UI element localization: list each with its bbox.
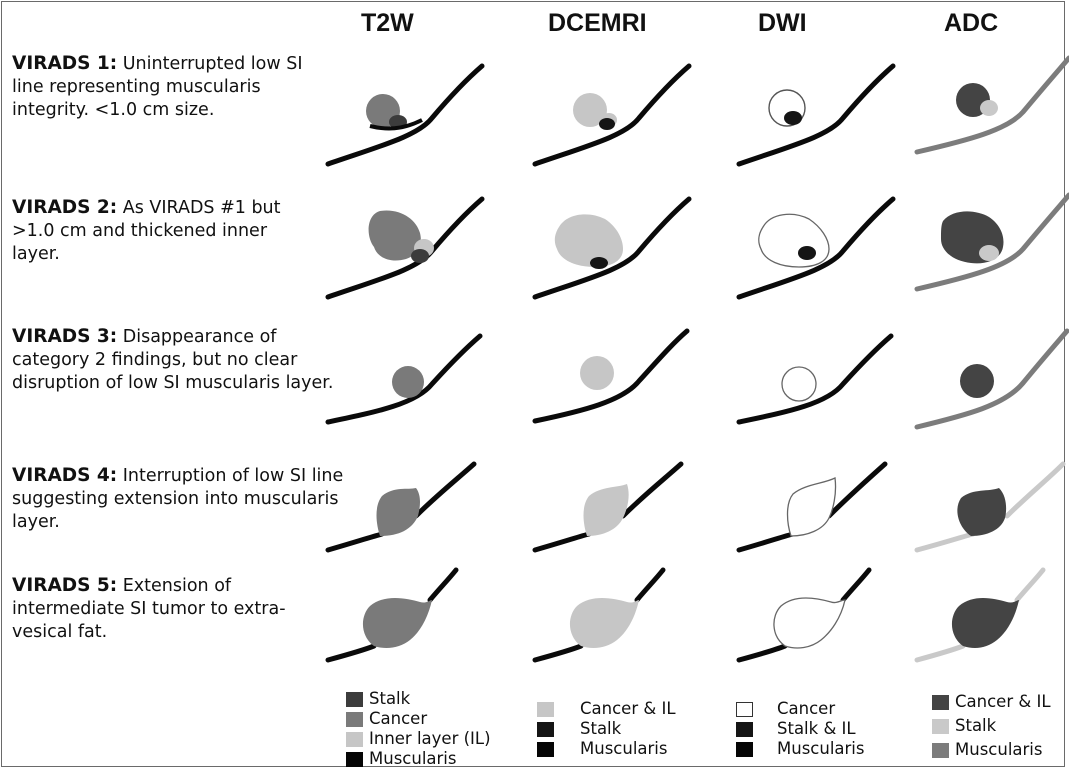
row-virads-3-description: VIRADS 3: Disappearance of category 2 fi… [12,325,337,395]
virads2-dcemri-diagram [532,196,692,300]
legend-label: Muscularis [369,749,457,768]
virads4-dcemri-diagram [532,461,684,553]
legend-swatch [346,731,363,747]
virads5-dcemri-diagram [532,567,666,663]
row-virads-4-description: VIRADS 4: Interruption of low SI line su… [12,464,347,534]
legend-label: Cancer & IL [580,699,676,718]
row-virads-4-text: Interruption of low SI line suggesting e… [12,466,344,532]
virads3-adc-diagram [914,328,1069,430]
legend-label: Muscularis [955,740,1043,759]
virads1-dcemri-diagram [532,63,692,167]
virads5-adc-diagram [914,567,1046,663]
legend-label: Cancer & IL [955,692,1051,711]
column-header-t2w: T2W [361,9,414,37]
row-virads-2-description: VIRADS 2: As VIRADS #1 but >1.0 cm and t… [12,196,302,266]
virads1-adc-diagram [914,55,1069,155]
legend-swatch [346,711,363,727]
virads1-t2w-diagram [325,63,485,167]
row-virads-3-text: Disappearance of category 2 findings, bu… [12,327,334,393]
legend-item: Muscularis [932,738,1051,762]
legend-label: Stalk & IL [777,719,856,738]
legend-label: Inner layer (IL) [369,729,491,748]
row-virads-4-title: VIRADS 4: [12,465,118,486]
legend-swatch [537,721,554,737]
legend-item: Cancer & IL [932,690,1051,714]
legend-label: Muscularis [777,739,865,758]
legend-item: Stalk [537,719,676,739]
virads3-dwi-diagram [736,333,894,425]
legend-swatch [346,751,363,767]
legend-dcemri: Cancer & IL Stalk Muscularis [537,699,676,759]
legend-swatch [537,701,554,717]
legend-item: Cancer [736,699,864,719]
virads5-t2w-diagram [325,567,459,663]
virads4-dwi-diagram [736,461,888,553]
legend-label: Stalk [580,719,622,738]
row-virads-5-description: VIRADS 5: Extension of intermediate SI t… [12,574,312,644]
row-virads-1-text: Uninterrupted low SI line representing m… [12,54,303,120]
legend-label: Stalk [955,716,997,735]
legend-swatch [346,691,363,707]
legend-item: Stalk [932,714,1051,738]
legend-swatch [736,741,753,757]
row-virads-2-title: VIRADS 2: [12,197,118,218]
column-header-dwi: DWI [758,9,807,37]
legend-label: Muscularis [580,739,668,758]
virads3-dcemri-diagram [532,328,690,424]
row-virads-1-title: VIRADS 1: [12,53,118,74]
legend-dwi: Cancer Stalk & IL Muscularis [736,699,864,759]
legend-item: Muscularis [346,749,491,769]
row-virads-1-description: VIRADS 1: Uninterrupted low SI line repr… [12,52,307,122]
legend-swatch [932,742,949,758]
legend-label: Cancer [777,699,836,718]
legend-label: Cancer [369,709,428,728]
legend-swatch [736,721,753,737]
virads2-adc-diagram [914,192,1069,292]
legend-item: Inner layer (IL) [346,729,491,749]
virads2-dwi-diagram [736,196,896,300]
legend-item: Muscularis [537,739,676,759]
virads3-t2w-diagram [325,333,483,425]
legend-item: Cancer [346,709,491,729]
row-virads-5-text: Extension of intermediate SI tumor to ex… [12,576,286,642]
virads2-t2w-diagram [325,196,485,300]
virads5-dwi-diagram [736,567,872,663]
legend-swatch [932,718,949,734]
legend-adc: Cancer & IL Stalk Muscularis [932,690,1051,762]
virads1-dwi-diagram [736,63,896,167]
legend-swatch [537,741,554,757]
legend-swatch [932,694,949,710]
legend-item: Muscularis [736,739,864,759]
legend-t2w: Stalk Cancer Inner layer (IL) Muscularis [346,689,491,769]
legend-item: Stalk [346,689,491,709]
row-virads-2-text: As VIRADS #1 but >1.0 cm and thickened i… [12,198,281,264]
row-virads-5-title: VIRADS 5: [12,575,118,596]
legend-item: Stalk & IL [736,719,864,739]
virads4-adc-diagram [914,461,1066,553]
column-header-dcemri: DCEMRI [548,9,647,37]
row-virads-3-title: VIRADS 3: [12,326,118,347]
virads4-t2w-diagram [325,461,477,553]
legend-swatch [736,701,753,717]
column-header-adc: ADC [944,9,999,37]
legend-item: Cancer & IL [537,699,676,719]
legend-label: Stalk [369,689,411,708]
